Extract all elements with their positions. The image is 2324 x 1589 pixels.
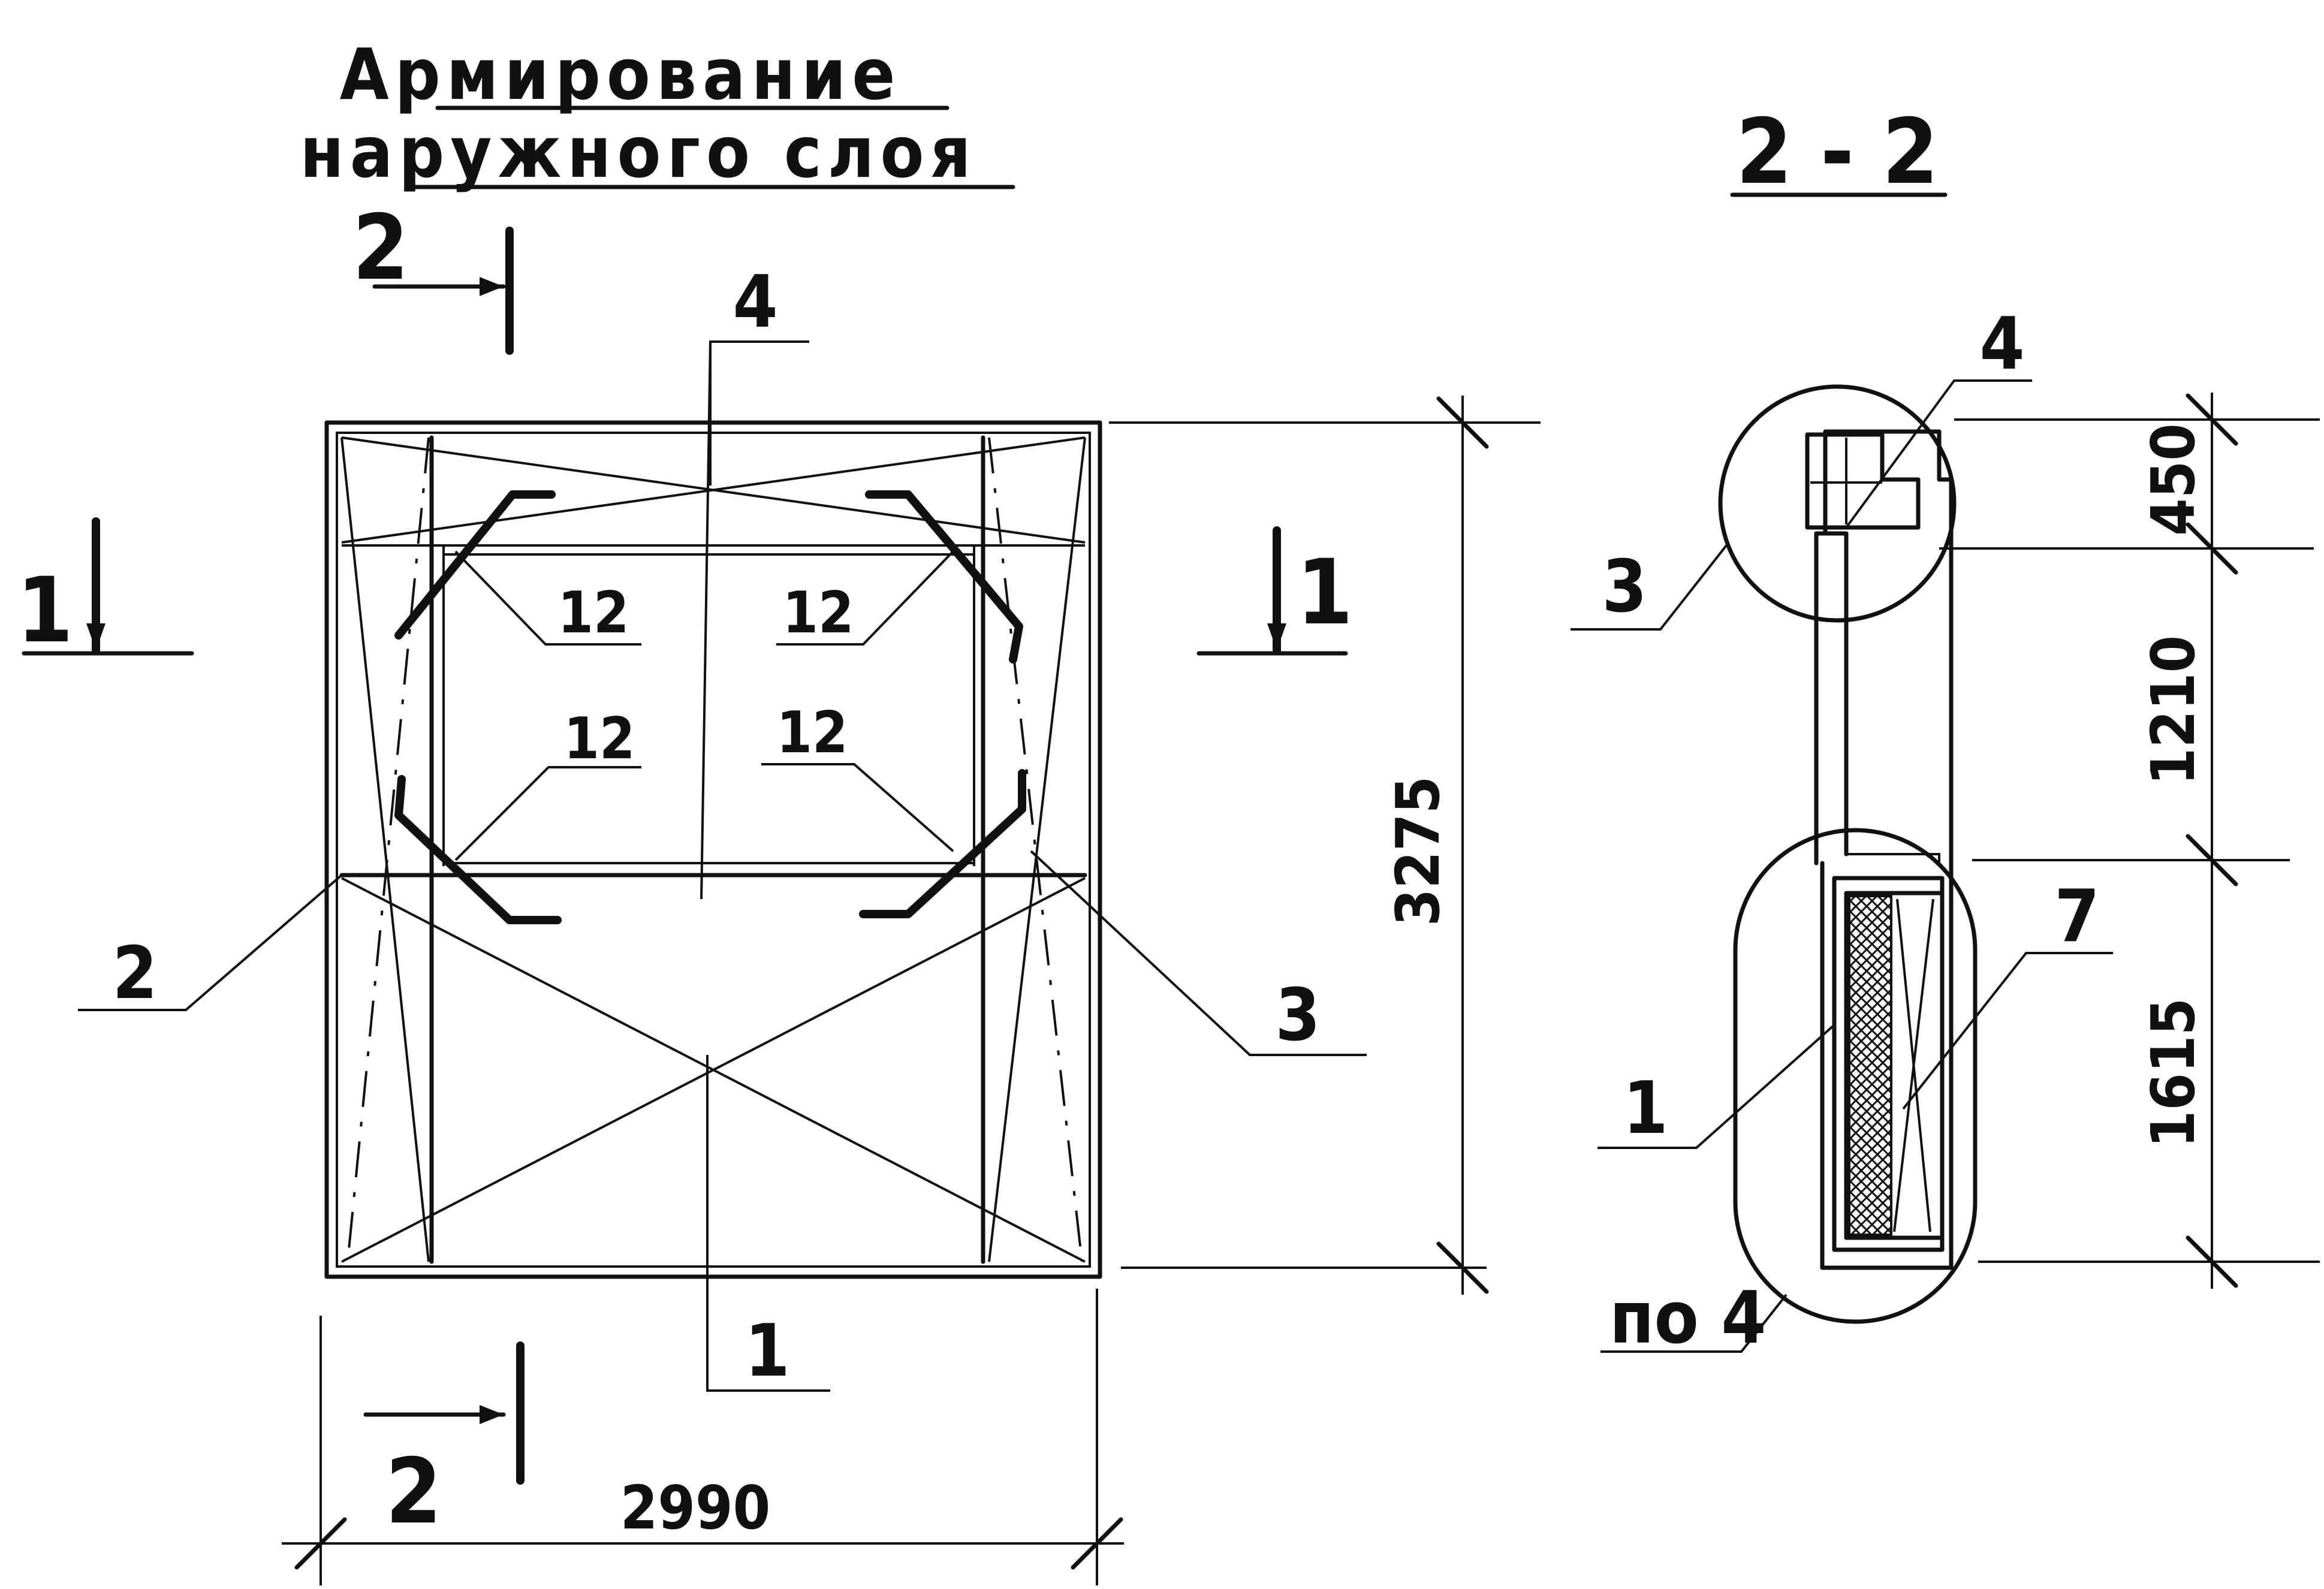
section-detail-capsule-bottom [1733,828,1978,1324]
section-callout-7-label: 7 [2054,875,2099,958]
callout-3-leader [1030,850,1367,1056]
panel-inner-edge [336,432,1091,1268]
section-detail-circle-top [1718,384,1957,623]
callout-12-d-label: 12 [777,700,848,766]
section-2-2 [1718,384,1978,1324]
cut-2-top-arrowhead [480,277,504,296]
section-dim-tick-4 [2186,1235,2238,1288]
section-callout-7: 7 [1902,875,2113,1110]
callout-12-b-label: 12 [783,580,854,646]
cut-2-top-label: 2 [352,196,409,300]
title-line-1: Армирование [340,33,902,116]
corner-bar-top-left [394,490,556,640]
plan-callout-2: 2 [78,874,343,1015]
callout-2-label: 2 [112,932,157,1015]
section-title: 2 - 2 [1730,100,1948,204]
title-line-2: наружного слоя [300,111,976,194]
callout-12-a-label: 12 [558,580,629,646]
corner-bar-bottom-right [859,769,1026,918]
section-dim-1210: 1210 [2138,635,2208,785]
dim-width-tick-left [294,1517,347,1570]
panel-outer-edge [324,420,1102,1279]
dim-height-tick-bottom [1436,1241,1489,1294]
plan-callout-4: 4 [700,261,809,900]
section-title-text: 2 - 2 [1736,100,1939,204]
section-callout-3-leader [1571,544,1728,631]
section-callout-3: 3 [1571,544,1728,631]
callout-12-b-leader [776,550,954,646]
section-wire-2 [1893,898,1934,1232]
plan-panel [324,420,1102,1279]
plan-dim-height: 3275 [1109,396,1541,1295]
mesh-diag-right-1 [988,437,1086,1262]
callout-2-leader [78,874,343,1011]
section-callout-1-leader [1597,1024,1835,1149]
callout-12-a-leader [454,550,641,646]
mesh-diag-left-2 [346,437,430,1262]
corner-bar-top-right [865,490,1023,664]
section-dim-450: 450 [2138,423,2208,536]
section-top-block [1805,432,1921,530]
section-insulation-inner [1844,891,1945,1240]
cut-mark-1-right: 1 [1196,526,1353,656]
plan-callout-12-c: 12 [454,706,641,861]
cut-mark-2-top: 2 [352,196,514,355]
callout-12-c-leader [454,766,641,861]
section-callout-3-label: 3 [1602,545,1647,629]
dim-width-tick-right [1071,1517,1123,1570]
callout-3-label: 3 [1275,974,1320,1057]
callout-4-label: 4 [733,261,777,344]
section-joint [1846,853,1940,863]
section-insulation-hatch [1848,895,1892,1236]
mesh-diag-bottom-2 [341,877,1086,1263]
plan-callout-3: 3 [1030,850,1367,1057]
section-callout-by-4-label: по 4 [1609,1277,1766,1360]
section-callout-1: 1 [1597,1024,1835,1150]
callout-12-d-leader [761,763,954,852]
section-dim-1615: 1615 [2138,998,2208,1148]
corner-bar-bottom-left [394,775,562,924]
plan-callout-1: 1 [706,1055,830,1393]
section-callout-4: 4 [1845,303,2032,529]
plan-callout-12-a: 12 [454,550,641,646]
mesh-diag-left-1 [340,437,430,1262]
dim-height-tick-top [1436,396,1489,449]
section-callout-by-4-leader [1600,1293,1788,1353]
cut-1-right-arrowhead [1267,623,1286,650]
section-callout-7-leader [1902,952,2113,1110]
mesh-diag-top-2 [341,436,1086,544]
section-callout-4-leader [1845,379,2032,529]
cut-2-bottom-arrowhead [480,1405,504,1424]
plan-callout-12-b: 12 [776,550,954,646]
callout-12-c-label: 12 [564,706,635,772]
section-outline [1820,429,1954,1270]
section-inner-left [1814,531,1849,857]
callout-1-label: 1 [744,1310,789,1393]
section-callout-1-label: 1 [1623,1067,1668,1150]
cut-mark-2-bottom: 2 [363,1341,525,1544]
plan-dim-width: 2990 [282,1289,1124,1585]
section-dim-tick-3 [2186,834,2238,887]
cut-mark-1-left: 1 [17,517,194,663]
cut-1-left-arrowhead [86,623,106,650]
section-callout-by-4: по 4 [1600,1277,1788,1360]
drawing-title: Армирование наружного слоя [300,33,1015,194]
callout-1-leader [706,1055,830,1392]
dim-width-value: 2990 [620,1473,770,1543]
cut-2-bottom-label: 2 [385,1440,442,1544]
dim-height-value: 3275 [1383,776,1453,926]
section-callout-4-label: 4 [1979,303,2024,386]
section-dims: 450 1210 1615 [1939,393,2320,1289]
plan-callout-12-d: 12 [761,700,954,852]
mesh-diag-right-2 [988,437,1083,1262]
section-dim-tick-1 [2186,393,2238,446]
section-dim-tick-2 [2186,522,2238,575]
cut-1-left-label: 1 [17,559,73,663]
cut-1-right-label: 1 [1297,541,1353,645]
